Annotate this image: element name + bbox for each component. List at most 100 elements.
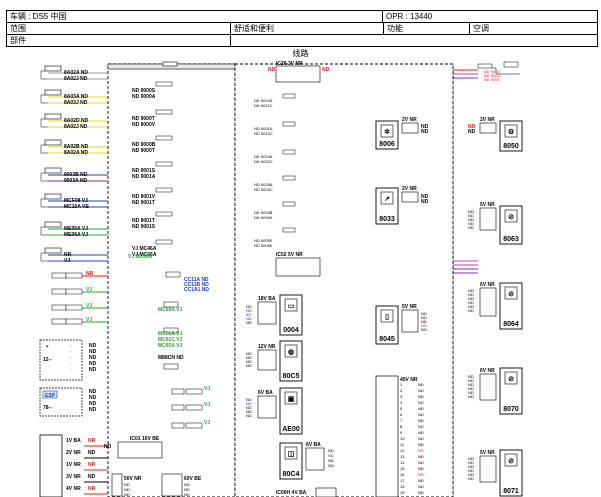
low-wire-label-0: VJ xyxy=(204,386,210,392)
bsi-inner-conn-4 xyxy=(155,187,173,193)
left-wire-stub-7 xyxy=(40,252,48,262)
left-signal-2: 8A03A ND xyxy=(64,94,88,100)
bsi-right-signal-9: ND 9001T xyxy=(132,200,155,206)
wire-ae00-4: ND xyxy=(246,413,252,418)
low-conn-b-1 xyxy=(185,404,203,411)
wire-8006-1: ND xyxy=(421,124,429,130)
top-right-label-2: ND 9001 xyxy=(484,77,501,82)
small-conn-b-0 xyxy=(65,272,83,279)
module-8006-icon-frame xyxy=(380,124,394,138)
bottom-stack-a xyxy=(111,473,123,497)
block-12-row-3: ND xyxy=(89,361,97,367)
mid-top-conn-0 xyxy=(282,93,296,99)
bsi-inner-conn-3 xyxy=(155,161,173,167)
bsi-inner-conn-2 xyxy=(155,135,173,141)
left-signal-13: ME06A VJ xyxy=(64,232,88,238)
wire-8071-1: ND xyxy=(468,460,474,465)
wire-0004-1: NR xyxy=(246,308,252,313)
function-value: 空调 xyxy=(469,23,597,34)
bl-pin-1: 2V NR xyxy=(66,450,81,456)
conn-60v-label: 60V BE xyxy=(184,476,202,482)
conn-8064-label: 6V NR xyxy=(480,282,495,288)
cc11-label-2: CC1A1 ND xyxy=(184,287,209,293)
top-right-conn-b xyxy=(503,61,519,68)
conn-40v-wire-17: ND xyxy=(418,484,424,489)
bsi-vj-label: VJ MC68A xyxy=(128,254,153,260)
right-frame xyxy=(234,63,454,497)
wire-8064-5: ND xyxy=(468,308,474,313)
bl-wire-label-1: ND xyxy=(88,450,96,456)
conn-40v-pin-10: 11 xyxy=(400,442,405,447)
wire-80c5-1: ND xyxy=(246,355,252,360)
left-signal-12: ME05A VJ xyxy=(64,226,88,232)
wire-8063-3: ND xyxy=(468,221,474,226)
module-8064-id: 8064 xyxy=(503,321,519,328)
small-wire-label-1: VJ xyxy=(86,287,92,293)
conn-8045-label: 5V NR xyxy=(402,304,417,310)
conn-8063-label: 5V NR xyxy=(480,202,495,208)
wire-8063-1: ND xyxy=(468,213,474,218)
wire-8070-2: ND xyxy=(468,382,474,387)
conn-60v-wire-0: ND xyxy=(184,482,190,487)
wire-80c4-3: ND xyxy=(328,463,334,468)
module-ae00-icon: ▣ xyxy=(288,396,295,403)
wire-8064-0: ND xyxy=(468,288,474,293)
bsi-right-signal-8: ND 9001V xyxy=(132,194,156,200)
top-right-label-1: ND 9003 xyxy=(484,73,501,78)
conn-40v-pin-2: 3 xyxy=(400,394,403,399)
conn-50v-wire-0: ND xyxy=(124,482,130,487)
module-8064-icon-frame xyxy=(504,286,518,300)
conn-40v-wire-3: ND xyxy=(418,400,424,405)
module-8063-icon-frame xyxy=(504,209,518,223)
bsi-right-signal-0: ND 9000S xyxy=(132,88,156,94)
left-signal-1: 8A02J ND xyxy=(64,76,88,82)
left-signal-10: MCF08 VJ xyxy=(64,198,88,204)
conn-40v-wire-4: ND xyxy=(418,406,424,411)
conn-40v-pin-15: 16 xyxy=(400,472,405,477)
header-row-scope: 范围 舒适和便利 功能 空调 xyxy=(7,23,597,35)
conn-40v-wire-9: ND xyxy=(418,436,424,441)
conn-40v-pin-11: 12 xyxy=(400,448,405,453)
conn-40v-pin-18: 19 xyxy=(400,490,405,495)
wire-8071-0: ND xyxy=(468,456,474,461)
wire-80c4-1: ND xyxy=(328,453,334,458)
bsi-right-signal-4: ND 9000B xyxy=(132,142,156,148)
box-layer xyxy=(39,61,523,497)
conn-40v-wire-8: ND xyxy=(418,430,424,435)
wire-ae00-0: ND xyxy=(246,397,252,402)
ic26-nd-in: ND xyxy=(268,67,276,73)
conn-8050-label: 2V NR xyxy=(480,117,495,123)
mid-top-conn-5 xyxy=(282,227,296,233)
scope-value: 舒适和便利 xyxy=(230,23,383,34)
bsi-right-signal-10: ND 9001T xyxy=(132,218,155,224)
bsi-right-signal-2: ND 9000T xyxy=(132,116,155,122)
mid-signal-10: ND 9005E xyxy=(254,238,273,243)
wire-8045-4: ND xyxy=(421,327,427,332)
wire-80c4-2: ND xyxy=(328,458,334,463)
module-8033-id: 8033 xyxy=(379,216,395,223)
wire-8071-5: ND xyxy=(468,476,474,481)
bl-pin-0: 1V BA xyxy=(66,438,81,444)
module-80c4-icon-frame xyxy=(284,446,298,460)
low-conn-b-2 xyxy=(185,422,203,429)
small-conn-a-1 xyxy=(51,288,67,295)
small-conn-a-0 xyxy=(51,272,67,279)
mid-signal-6: ND 9025A xyxy=(254,182,273,187)
wire-8064-2: ND xyxy=(468,296,474,301)
mid-top-conn-2 xyxy=(282,149,296,155)
block-12-label: 12-- xyxy=(43,357,52,363)
left-connector-4 xyxy=(44,167,62,174)
conn-50v-wire-2: ND xyxy=(124,492,130,497)
bl-wire-label-3: ND xyxy=(88,474,96,480)
module-8006-id: 8006 xyxy=(379,141,395,148)
conn-0004-label: 18V BA xyxy=(258,296,276,302)
bsi-right-signal-6: ND 9001S xyxy=(132,168,156,174)
bsi-main-box xyxy=(107,63,236,497)
conn-40v-wire-12: ND xyxy=(418,454,424,459)
esp-row-0: ND xyxy=(89,389,97,395)
wire-8050-2: ND xyxy=(468,129,476,135)
bsi-right-signal-11: ND 9001S xyxy=(132,224,156,230)
mid-signal-8: ND 9034B xyxy=(254,210,273,215)
block-12-dash-3: - xyxy=(70,360,72,365)
low-conn-a-2 xyxy=(171,422,185,429)
